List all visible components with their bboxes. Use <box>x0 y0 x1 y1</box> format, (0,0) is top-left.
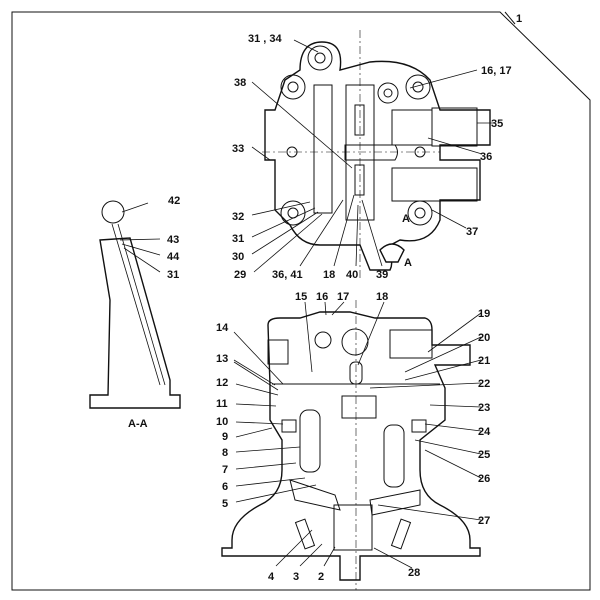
section-view-motor <box>221 300 481 590</box>
label-28: 28 <box>408 567 420 579</box>
top-view-leaders <box>251 39 494 273</box>
label-2: 2 <box>318 571 324 583</box>
label-7: 7 <box>222 464 228 476</box>
label-38: 38 <box>234 77 246 89</box>
label-16-17: 16, 17 <box>481 65 512 77</box>
label-39: 39 <box>376 269 388 281</box>
label-33: 33 <box>232 143 244 155</box>
label-30: 30 <box>232 251 244 263</box>
label-43: 43 <box>167 234 179 246</box>
label-31: 31 <box>232 233 244 245</box>
label-23: 23 <box>478 402 490 414</box>
label-8: 8 <box>222 447 228 459</box>
label-32: 32 <box>232 211 244 223</box>
label-12: 12 <box>216 377 228 389</box>
label-42: 42 <box>168 195 180 207</box>
label-21: 21 <box>478 355 490 367</box>
label-44: 44 <box>167 251 180 263</box>
top-view-valve <box>262 30 491 280</box>
section-title-a-a: A-A <box>128 418 148 430</box>
label-37: 37 <box>466 226 478 238</box>
label-15: 15 <box>295 291 307 303</box>
label-31-section: 31 <box>167 269 179 281</box>
label-6: 6 <box>222 481 228 493</box>
label-29: 29 <box>234 269 246 281</box>
label-17: 17 <box>337 291 349 303</box>
label-40: 40 <box>346 269 358 281</box>
label-5: 5 <box>222 498 228 510</box>
label-35: 35 <box>491 118 503 130</box>
label-11: 11 <box>216 398 228 410</box>
section-mark-a-top: A <box>402 213 410 225</box>
label-22: 22 <box>478 378 490 390</box>
label-3: 3 <box>293 571 299 583</box>
label-18: 18 <box>323 269 335 281</box>
label-36-41: 36, 41 <box>272 269 303 281</box>
label-16: 16 <box>316 291 328 303</box>
leader-1 <box>504 11 516 25</box>
label-26: 26 <box>478 473 490 485</box>
label-24: 24 <box>478 426 491 438</box>
label-1: 1 <box>516 13 522 25</box>
label-9: 9 <box>222 431 228 443</box>
label-27: 27 <box>478 515 490 527</box>
label-20: 20 <box>478 332 490 344</box>
section-mark-a-bottom: A <box>404 257 412 269</box>
label-19: 19 <box>478 308 490 320</box>
label-4: 4 <box>268 571 275 583</box>
label-31-34: 31 , 34 <box>248 33 283 45</box>
label-18-section: 18 <box>376 291 388 303</box>
label-13: 13 <box>216 353 228 365</box>
section-a-a-view <box>89 200 181 409</box>
section-view-leaders <box>233 301 482 569</box>
label-14: 14 <box>216 322 229 334</box>
part-number-labels: 1 31 , 34 38 16, 17 35 33 36 32 31 30 29… <box>128 13 522 583</box>
label-25: 25 <box>478 449 490 461</box>
label-10: 10 <box>216 416 228 428</box>
label-36: 36 <box>480 151 492 163</box>
sheet-frame <box>11 11 591 591</box>
